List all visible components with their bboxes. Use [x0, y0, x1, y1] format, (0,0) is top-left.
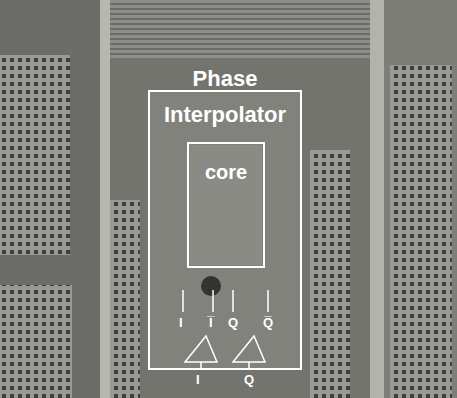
- buffer-symbol: [185, 336, 217, 362]
- buffer-symbol: [233, 336, 265, 362]
- signal-name: Q: [228, 315, 238, 330]
- block-label: core: [205, 160, 247, 184]
- signal-name: I: [179, 315, 183, 330]
- block-outline: Phase Interpolatorcore: [148, 90, 302, 370]
- signal-name: I: [196, 372, 200, 387]
- signal-name: Q̅: [263, 315, 273, 330]
- signal-name: Q: [244, 372, 254, 387]
- core-outline: core: [187, 142, 265, 268]
- signal-name: I̅: [209, 315, 213, 330]
- block-title: Phase Interpolator: [140, 61, 310, 133]
